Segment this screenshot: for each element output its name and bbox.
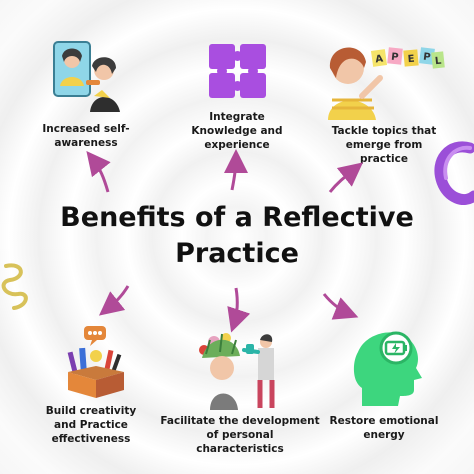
benefit-label-emotional-energy: Restore emotional energy <box>322 414 446 442</box>
arrow-to-self-awareness <box>86 150 111 193</box>
head-battery-icon <box>353 331 422 406</box>
arrow-to-integrate <box>223 149 248 191</box>
label-line: experience <box>204 139 270 151</box>
decorative-swirl-left <box>1 263 28 310</box>
svg-text:P: P <box>423 52 432 64</box>
decorative-ring-right <box>434 141 474 205</box>
arrow-to-creativity <box>98 285 130 316</box>
benefit-label-self-awareness: Increased self- awareness <box>30 122 142 150</box>
svg-text:L: L <box>434 56 442 68</box>
svg-text:E: E <box>407 54 415 66</box>
benefit-label-creativity: Build creativity and Practice effectiven… <box>36 404 146 446</box>
label-line: Knowledge and <box>191 125 283 137</box>
creative-box-icon <box>67 326 124 398</box>
benefit-label-personal-characteristics: Facilitate the development of personal c… <box>160 414 320 456</box>
child-spelling-icon: A P E P L <box>328 47 445 120</box>
growing-mind-icon <box>199 333 275 410</box>
arrow-to-personal-characteristics <box>227 287 251 333</box>
label-line: Integrate <box>209 111 265 123</box>
mirror-reflection-icon <box>53 41 120 112</box>
diagram-title: Benefits of a Reflective Practice <box>40 200 434 272</box>
puzzle-icon <box>209 44 266 98</box>
label-line: Increased self- <box>42 123 130 135</box>
label-line: effectiveness <box>51 433 131 445</box>
arrow-to-emotional-energy <box>322 293 359 320</box>
arrow-to-tackle-topics <box>328 162 364 193</box>
svg-text:P: P <box>391 52 399 64</box>
label-line: Build creativity <box>45 405 137 417</box>
label-line: and Practice <box>54 419 128 431</box>
label-line: energy <box>363 429 405 441</box>
label-line: Facilitate the development <box>160 415 320 427</box>
label-line: Restore emotional <box>329 415 439 427</box>
label-line: awareness <box>54 137 118 149</box>
svg-text:A: A <box>375 53 384 65</box>
title-line-1: Benefits of a Reflective <box>60 202 414 233</box>
label-line: characteristics <box>196 443 284 455</box>
benefit-label-integrate-knowledge: Integrate Knowledge and experience <box>182 110 292 152</box>
label-line: practice <box>360 153 408 165</box>
label-line: of personal <box>206 429 274 441</box>
title-line-2: Practice <box>175 238 299 269</box>
benefit-label-tackle-topics: Tackle topics that emerge from practice <box>322 124 446 166</box>
label-line: Tackle topics that <box>331 125 437 137</box>
label-line: emerge from <box>345 139 423 151</box>
